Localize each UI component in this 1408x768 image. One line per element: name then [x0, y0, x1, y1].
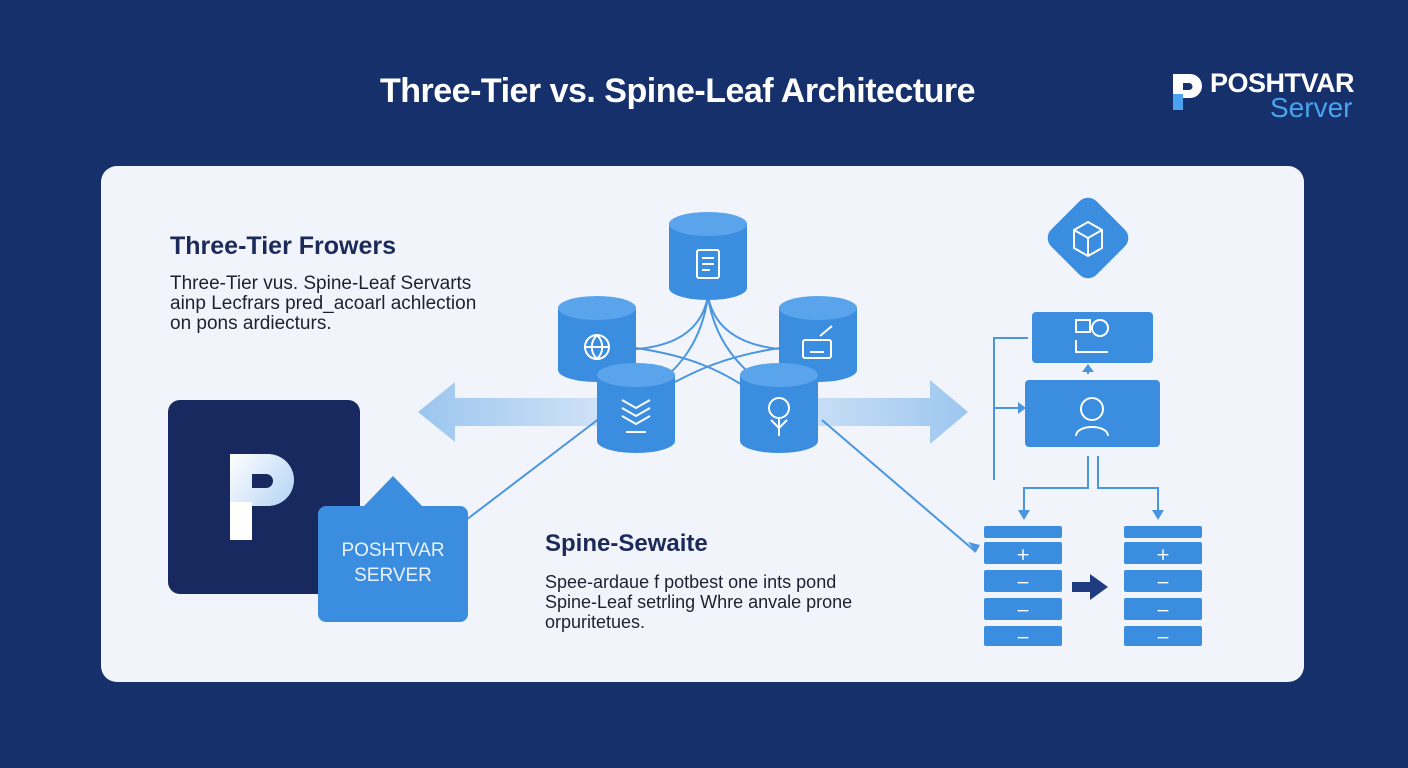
brand-subname: Server	[1270, 92, 1353, 123]
shapes-icon	[1075, 319, 1109, 353]
database-top	[669, 212, 747, 300]
spine-description: Spee-ardaue f potbest one ints pond Spin…	[545, 572, 875, 632]
spine-heading: Spine-Sewaite	[545, 530, 708, 557]
database-right	[779, 296, 857, 382]
right-flow-arrow	[790, 380, 968, 444]
panel-mid	[1025, 380, 1160, 447]
stack-left-button-4: −	[1016, 628, 1030, 648]
stack-right-button-2: −	[1156, 573, 1170, 593]
document-icon	[696, 249, 720, 279]
stack-left-button-1: +	[1016, 545, 1030, 565]
user-icon	[1075, 397, 1109, 437]
spine-line-2: Spine-Leaf setrling Whre anvale prone	[545, 592, 853, 612]
three-tier-description: Three-Tier vus. Spine-Leaf Servarts ainp…	[170, 274, 500, 334]
layers-icon	[621, 399, 651, 433]
spine-line-3: orpuritetues.	[545, 612, 646, 632]
stack-left-button-2: −	[1016, 573, 1030, 593]
stack-left-button-3: −	[1016, 601, 1030, 621]
edit-icon	[802, 325, 833, 359]
stack-right-button-3: −	[1156, 601, 1170, 621]
server-badge-label: POSHTVAR SERVER	[318, 538, 468, 588]
server-badge-line-1: POSHTVAR	[341, 540, 445, 561]
three-tier-line-3: on pons ardiecturs.	[170, 313, 332, 334]
page-title: Three-Tier vs. Spine-Leaf Architecture	[380, 72, 976, 110]
transfer-arrow-icon	[1072, 574, 1108, 600]
server-stack-right	[1124, 526, 1202, 646]
spine-line-1: Spee-ardaue f potbest one ints pond	[545, 572, 837, 592]
brand-logo: POSHTVAR Server	[1170, 68, 1380, 128]
database-mid-right	[740, 363, 818, 453]
stack-right-button-1: +	[1156, 545, 1170, 565]
server-badge	[318, 476, 468, 622]
flow-connectors	[993, 337, 1159, 512]
brand-name: POSHTVAR	[1210, 68, 1355, 98]
stack-right-button-4: −	[1156, 628, 1170, 648]
tree-icon	[768, 397, 790, 436]
cube-icon	[1073, 220, 1103, 258]
globe-icon	[584, 334, 610, 360]
logo-p-icon	[230, 454, 294, 540]
server-badge-line-2: SERVER	[354, 565, 432, 586]
three-tier-line-2: ainp Lecfrars pred_acoarl achlection	[170, 293, 477, 314]
brand-p-icon	[1173, 74, 1202, 110]
panel-top	[1032, 312, 1153, 363]
left-flow-arrow	[418, 382, 600, 442]
database-mid-left	[597, 363, 675, 453]
three-tier-heading: Three-Tier Frowers	[170, 232, 397, 260]
server-stack-left	[984, 526, 1062, 646]
three-tier-line-1: Three-Tier vus. Spine-Leaf Servarts	[170, 273, 472, 294]
